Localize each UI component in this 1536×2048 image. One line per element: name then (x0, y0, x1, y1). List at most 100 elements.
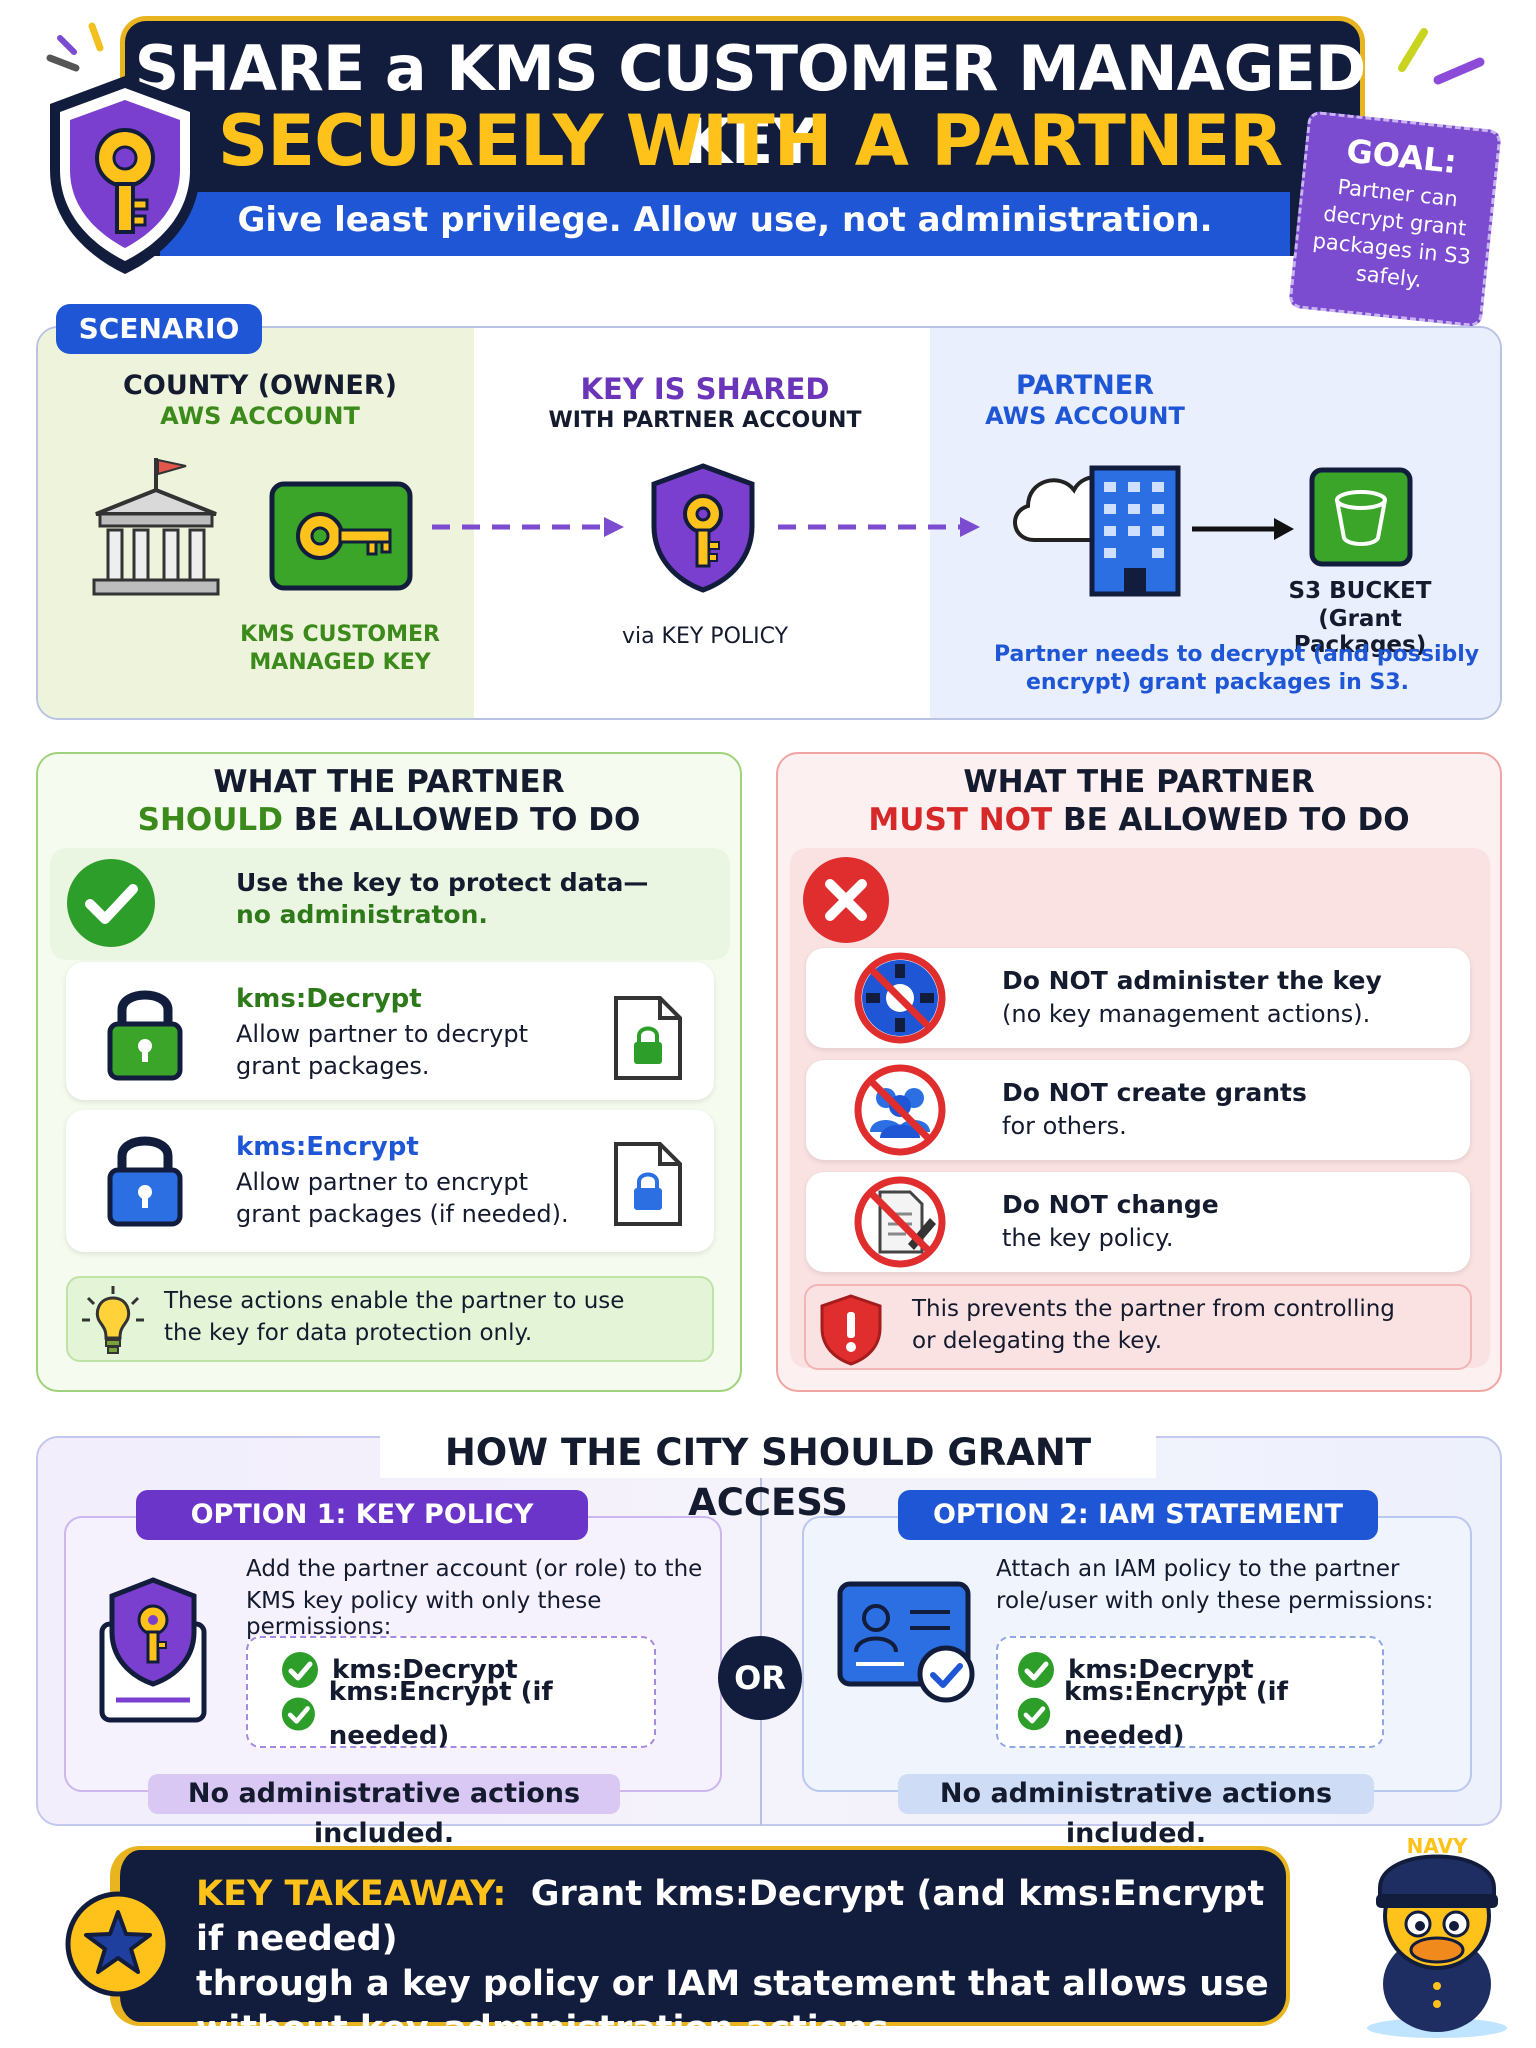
locked-document-blue-icon (614, 1142, 682, 1226)
denied-item-administer-line1: Do NOT administer the key (1002, 966, 1382, 995)
navy-duck-mascot-icon (1367, 1854, 1507, 2038)
locked-document-green-icon (614, 996, 682, 1080)
no-edit-document-icon (854, 1176, 946, 1268)
key-takeaway-banner (110, 1846, 1290, 2026)
star-badge-icon (65, 1891, 171, 1997)
key-label-line1: KMS CUSTOMER (240, 622, 440, 647)
option1-label: OPTION 1: KEY POLICY (136, 1490, 588, 1540)
denied-tip-line1: This prevents the partner from controlli… (912, 1296, 1395, 1322)
lightbulb-icon (82, 1286, 144, 1354)
option2-label: OPTION 2: IAM STATEMENT (898, 1490, 1378, 1540)
option1-perm-decrypt: kms:Decrypt (280, 1648, 654, 1692)
denied-item-policy-line1: Do NOT change (1002, 1190, 1219, 1219)
allowed-intro-box (50, 848, 730, 960)
denied-item-administer-line2: (no key management actions). (1002, 1000, 1371, 1028)
option1-permissions: kms:Decrypt kms:Encrypt (if needed) (246, 1636, 656, 1751)
option1-note: No administrative actions included. (148, 1774, 620, 1849)
shared-shield-key-icon (651, 463, 755, 593)
denied-item-policy-line2: the key policy. (1002, 1224, 1174, 1252)
sparkle-right-icon (1398, 28, 1485, 85)
partner-note-line1: Partner needs to decrypt (and possibly (994, 642, 1480, 667)
key-label-line2: MANAGED KEY (249, 650, 431, 675)
scenario-label: SCENARIO (56, 304, 262, 354)
denied-title-rest: BE ALLOWED TO DO (1052, 802, 1410, 838)
green-lock-icon (107, 990, 183, 1081)
denied-title-line1: WHAT THE PARTNER (963, 764, 1315, 800)
allowed-tip-box (66, 1276, 714, 1362)
denied-item-grants-line2: for others. (1002, 1112, 1127, 1140)
solid-arrow-icon (1192, 518, 1294, 540)
option2-note: No administrative actions included. (898, 1774, 1374, 1849)
s3-bucket-icon (1309, 467, 1413, 567)
check-icon (1017, 1697, 1051, 1731)
allowed-intro-line1: Use the key to protect data— (236, 868, 649, 897)
s3-bucket-label: S3 BUCKET (1288, 578, 1432, 604)
allowed-item-decrypt-desc1: Allow partner to decrypt (236, 1020, 529, 1048)
grant-access-title: HOW THE CITY SHOULD GRANT ACCESS (380, 1428, 1156, 1524)
option2-perm-decrypt: kms:Decrypt (1016, 1648, 1382, 1692)
takeaway-line2: through a key policy or IAM statement th… (196, 1964, 1269, 2004)
shared-subtitle: WITH PARTNER ACCOUNT (548, 408, 862, 433)
check-icon (281, 1697, 315, 1731)
x-circle-icon (803, 857, 889, 943)
denied-item-grants-line1: Do NOT create grants (1002, 1078, 1307, 1107)
iam-id-card-icon (837, 1581, 975, 1703)
check-icon (282, 1652, 318, 1688)
dashed-arrow-2-icon (778, 517, 980, 537)
allowed-tip-line1: These actions enable the partner to use (164, 1288, 625, 1314)
sparkle-left-icon (46, 22, 104, 72)
shared-title: KEY IS SHARED (580, 372, 830, 406)
check-circle-icon (67, 859, 155, 947)
shield-key-logo-icon (50, 76, 200, 274)
takeaway-line3: without key-administration actions. (196, 2009, 902, 2048)
s3-bucket-sublabel: (Grant Packages) (1293, 606, 1427, 658)
allowed-intro-line2: no administraton. (236, 900, 488, 929)
partner-title: PARTNER (1015, 370, 1155, 401)
option2-desc-line1: Attach an IAM policy to the partner (996, 1556, 1400, 1582)
takeaway-label: KEY TAKEAWAY: (196, 1874, 507, 1914)
denied-title-highlight: MUST NOT (868, 802, 1053, 838)
no-users-icon (854, 1064, 946, 1156)
subtitle: Give least privilege. Allow use, not adm… (237, 200, 1213, 240)
via-key-policy-label: via KEY POLICY (621, 624, 789, 649)
owner-title: COUNTY (OWNER) (123, 370, 397, 401)
no-admin-gear-icon (854, 952, 946, 1044)
title-line-2: SECURELY WITH A PARTNER (217, 100, 1283, 182)
allowed-title-line2: SHOULD BE ALLOWED TO DO (36, 800, 742, 840)
kms-key-icon (269, 481, 413, 591)
option2-desc-line2: role/user with only these permissions: (996, 1588, 1434, 1614)
option2-perm-encrypt: kms:Encrypt (if needed) (1016, 1677, 1382, 1751)
allowed-item-decrypt-action: kms:Decrypt (236, 984, 422, 1014)
option1-desc-line1: Add the partner account (or role) to the (246, 1556, 703, 1582)
key-policy-document-icon (99, 1577, 207, 1723)
allowed-title-highlight: SHOULD (137, 802, 283, 838)
allowed-item-encrypt-desc1: Allow partner to encrypt (236, 1168, 528, 1196)
option1-perm2-text: kms:Encrypt (if needed) (328, 1677, 553, 1751)
takeaway-line1: KEY TAKEAWAY: Grant kms:Decrypt (and kms… (196, 1872, 1276, 1962)
allowed-title-line1: WHAT THE PARTNER (213, 764, 565, 800)
blue-lock-icon (107, 1136, 183, 1227)
goal-text: Partner can decrypt grant packages in S3… (1311, 174, 1473, 293)
allowed-item-encrypt-action: kms:Encrypt (236, 1132, 419, 1162)
allowed-item-encrypt-desc2: grant packages (if needed). (236, 1200, 569, 1228)
subtitle-strip (160, 192, 1290, 256)
allowed-item-decrypt-desc2: grant packages. (236, 1052, 430, 1080)
takeaway-line1-text: Grant kms:Decrypt (and kms:Encrypt if ne… (196, 1874, 1265, 1959)
key-takeaway-text: KEY TAKEAWAY: Grant kms:Decrypt (and kms… (196, 1872, 1276, 2048)
denied-tip-box (804, 1284, 1472, 1370)
option2-perm1-text: kms:Decrypt (1068, 1655, 1254, 1685)
mascot-cap-text: NAVY (1406, 1834, 1468, 1858)
check-icon (1018, 1652, 1054, 1688)
option2-permissions: kms:Decrypt kms:Encrypt (if needed) (996, 1636, 1384, 1751)
allowed-tip-line2: the key for data protection only. (164, 1320, 533, 1346)
or-badge: OR (718, 1636, 802, 1720)
government-building-icon (92, 458, 220, 596)
cloud-building-icon (1013, 465, 1181, 597)
warning-shield-icon (820, 1294, 882, 1366)
goal-note: GOAL: Partner can decrypt grant packages… (1288, 110, 1502, 328)
allowed-title-rest: BE ALLOWED TO DO (282, 802, 641, 838)
option2-perm2-text: kms:Encrypt (if needed) (1063, 1677, 1288, 1751)
partner-note-line2: encrypt) grant packages in S3. (1026, 670, 1409, 695)
owner-subtitle: AWS ACCOUNT (160, 402, 360, 430)
partner-subtitle: AWS ACCOUNT (985, 402, 1185, 430)
